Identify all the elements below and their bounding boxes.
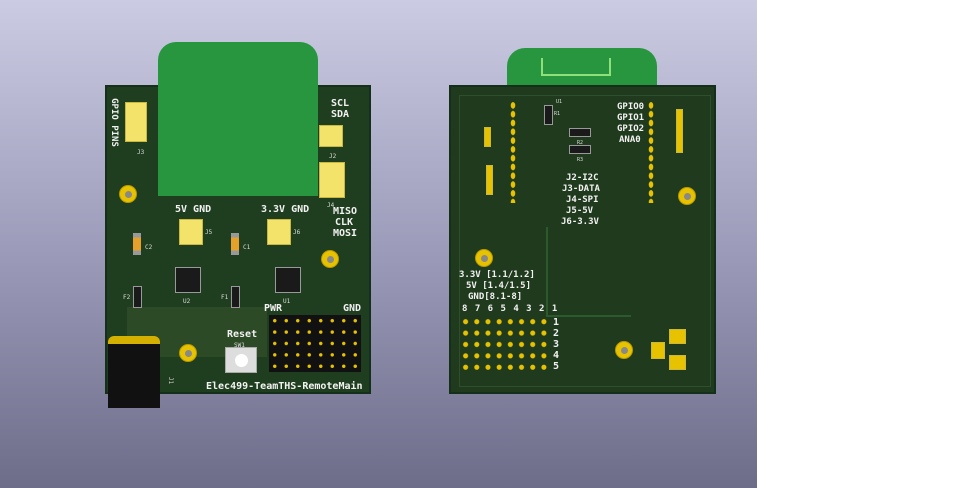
resistor-r1 (544, 105, 553, 125)
j5-connector (179, 219, 203, 245)
pwr-label: PWR (264, 303, 283, 314)
resistor-r3 (569, 145, 591, 154)
mounting-hole (119, 185, 137, 203)
fuse-f2 (133, 286, 142, 308)
r1-label: R1 (554, 111, 561, 117)
legend-line: J2-I2C (566, 173, 599, 183)
j4-pads (486, 165, 493, 195)
f2-label: F2 (123, 294, 131, 301)
mounting-hole (179, 344, 197, 362)
ana0-label: ANA0 (619, 135, 641, 145)
power-map-line: GND[8.1-8] (468, 292, 523, 302)
mounting-hole (678, 187, 696, 205)
legend-line: J4-SPI (566, 195, 599, 205)
clk-label: CLK (335, 217, 354, 228)
antenna-module (507, 48, 657, 88)
pin-grid (460, 316, 550, 373)
j2-connector (319, 125, 343, 147)
mounting-hole (321, 250, 339, 268)
regulator-u2 (175, 267, 201, 293)
back-pcb: U1 R1 R2 R3 GPIO0 GPIO1 GPIO2 ANA0 J2-I2… (449, 85, 716, 394)
sda-label: SDA (331, 109, 350, 120)
j6-connector (267, 219, 291, 245)
5v-gnd-label: 5V GND (175, 204, 212, 215)
mosi-label: MOSI (333, 228, 358, 239)
scl-label: SCL (331, 98, 350, 109)
legend-line: J6-3.3V (561, 217, 599, 227)
f1-label: F1 (221, 294, 229, 301)
sw1-label: SW1 (234, 342, 245, 349)
jack-pad (669, 355, 686, 370)
pin-header-grid (269, 315, 361, 372)
gpio1-label: GPIO1 (617, 113, 645, 123)
miso-label: MISO (333, 206, 358, 217)
capacitor-c1 (231, 233, 239, 255)
j2-pads (484, 127, 491, 147)
gnd-label: GND (343, 303, 362, 314)
jack-pad (669, 329, 686, 344)
u1-label: U1 (283, 298, 291, 305)
legend-line: J3-DATA (562, 184, 600, 194)
dc-barrel-jack (108, 336, 160, 408)
resistor-r2 (569, 128, 591, 137)
c2-label: C2 (145, 244, 153, 251)
power-map-line: 3.3V [1.1/1.2] (459, 270, 535, 280)
row-number: 5 (553, 361, 560, 372)
mounting-hole (615, 341, 633, 359)
row-number: 1 (553, 317, 560, 328)
wifi-module (158, 42, 318, 196)
switch-pads (651, 342, 665, 359)
j1-label: J1 (167, 376, 175, 385)
column-numbers: 8 7 6 5 4 3 2 1 (462, 304, 559, 314)
gpio2-label: GPIO2 (617, 124, 645, 134)
power-map-line: 5V [1.4/1.5] (466, 281, 532, 291)
capacitor-c2 (133, 233, 141, 255)
gpio0-label: GPIO0 (617, 102, 645, 112)
j3-label: J3 (137, 149, 145, 156)
board-title: Elec499-TeamTHS-RemoteMain (206, 381, 363, 392)
j2-label: J2 (329, 153, 337, 160)
3v3-gnd-label: 3.3V GND (261, 204, 310, 215)
r3-label: R3 (577, 157, 584, 163)
row-number: 3 (553, 339, 560, 350)
row-number: 4 (553, 350, 560, 361)
j4-label: J4 (327, 202, 335, 209)
j3-connector (125, 102, 147, 142)
gpio-pins-label: GPIO PINS (108, 98, 119, 147)
c1-label: C1 (243, 244, 251, 251)
row-number: 2 (553, 328, 560, 339)
fuse-f1 (231, 286, 240, 308)
u1-label: U1 (556, 99, 563, 105)
regulator-u1 (275, 267, 301, 293)
reset-label: Reset (227, 329, 258, 340)
u2-label: U2 (183, 298, 191, 305)
legend-line: J5-5V (566, 206, 594, 216)
r2-label: R2 (577, 140, 584, 146)
gpio-pads-right (676, 109, 683, 153)
3d-viewport[interactable]: GPIO PINS J3 SCL SDA J2 J4 MISO CLK MOSI… (0, 0, 757, 488)
j4-connector (319, 162, 345, 198)
pin-column-left (510, 101, 516, 203)
j5-label: J5 (205, 229, 213, 236)
reset-button[interactable] (225, 347, 257, 373)
j6-label: J6 (293, 229, 301, 236)
pin-column-right (648, 101, 654, 203)
mounting-hole (475, 249, 493, 267)
